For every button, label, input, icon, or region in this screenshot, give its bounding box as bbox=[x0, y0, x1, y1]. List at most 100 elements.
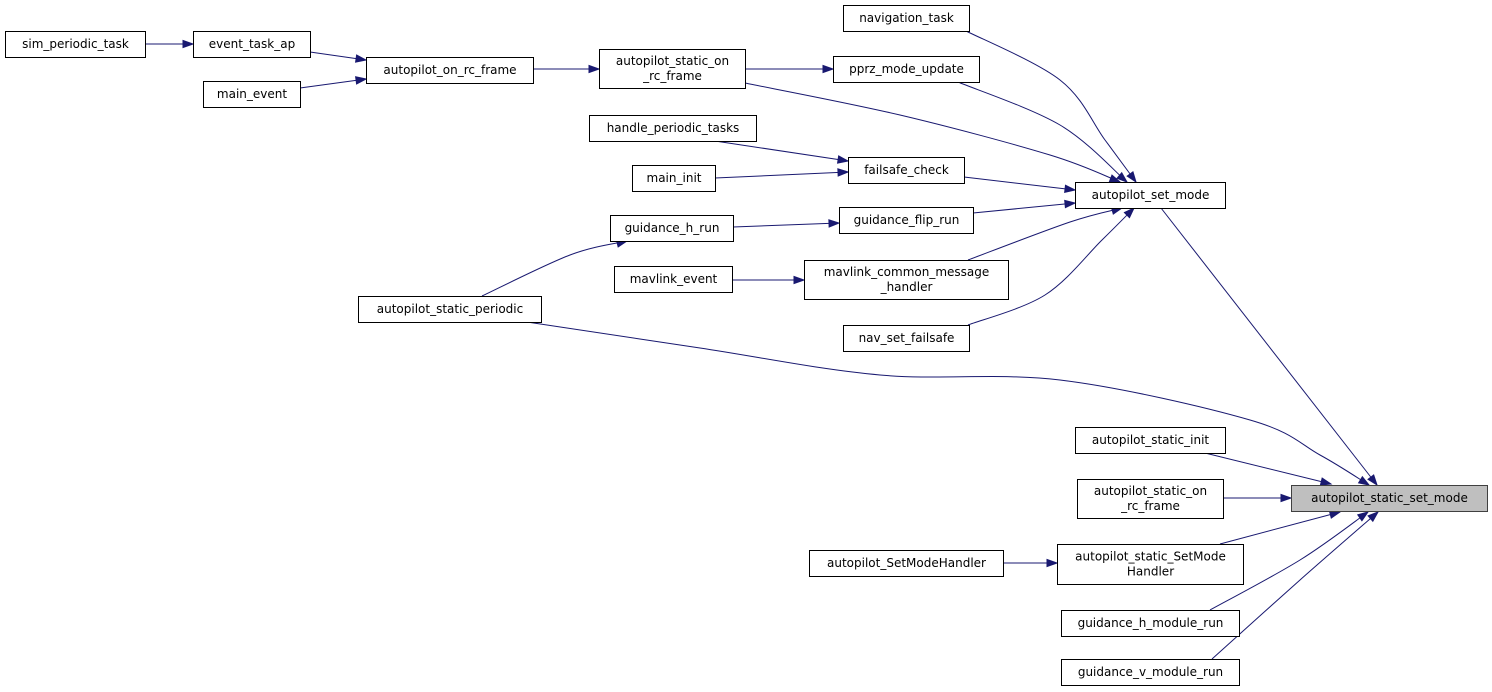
arrow-head-icon bbox=[836, 155, 850, 164]
node-pprz-mode-update[interactable]: pprz_mode_update bbox=[833, 56, 980, 83]
arrow-head-icon bbox=[793, 275, 806, 285]
arrow-head-icon bbox=[828, 219, 841, 228]
node-box bbox=[839, 207, 974, 234]
arrow-head-icon bbox=[1116, 171, 1129, 183]
node-autopilot-static-init[interactable]: autopilot_static_init bbox=[1075, 427, 1226, 454]
node-box bbox=[1057, 544, 1244, 585]
node-box bbox=[1291, 485, 1488, 512]
edge-line bbox=[732, 222, 840, 228]
arrow-head-icon bbox=[1319, 477, 1333, 486]
arrow-head-icon bbox=[822, 64, 835, 74]
node-main-init[interactable]: main_init bbox=[632, 165, 716, 192]
node-box bbox=[1075, 182, 1226, 209]
edge-line bbox=[963, 29, 1137, 183]
edge-line bbox=[714, 140, 849, 162]
node-guidance-h-module-run[interactable]: guidance_h_module_run bbox=[1061, 610, 1240, 637]
node-main-event[interactable]: main_event bbox=[203, 81, 301, 108]
node-box bbox=[589, 115, 757, 142]
arrow-head-icon bbox=[1357, 475, 1371, 486]
node-label: guidance_h_module_run bbox=[1078, 616, 1224, 630]
edge-line bbox=[1209, 511, 1369, 611]
node-autopilot-set-mode[interactable]: autopilot_set_mode bbox=[1075, 182, 1226, 209]
call-edge-nav-set-failsafe-to-autopilot-set-mode bbox=[967, 206, 1136, 326]
node-failsafe-check[interactable]: failsafe_check bbox=[848, 157, 965, 184]
node-label: Handler bbox=[1127, 565, 1174, 579]
call-edge-main-event-to-autopilot-on-rc-frame bbox=[299, 76, 368, 89]
node-layer: autopilot_static_set_mode autopilot_set_m… bbox=[5, 5, 1488, 686]
node-label: guidance_flip_run bbox=[854, 213, 960, 227]
node-navigation-task[interactable]: navigation_task bbox=[843, 5, 970, 32]
edge-line bbox=[1219, 511, 1341, 545]
node-autopilot-static-set-mode[interactable]: autopilot_static_set_mode bbox=[1291, 485, 1488, 512]
node-label: guidance_v_module_run bbox=[1078, 665, 1223, 679]
node-label: autopilot_static_on bbox=[616, 54, 729, 68]
node-label: navigation_task bbox=[859, 11, 954, 25]
call-edge-sim-periodic-task-to-event-task-ap bbox=[145, 39, 195, 49]
node-box bbox=[358, 296, 542, 323]
node-event-task-ap[interactable]: event_task_ap bbox=[193, 31, 311, 58]
node-autopilot-static-periodic[interactable]: autopilot_static_periodic bbox=[358, 296, 542, 323]
arrow-head-icon bbox=[1046, 558, 1059, 568]
node-guidance-flip-run[interactable]: guidance_flip_run bbox=[839, 207, 974, 234]
call-edge-autopilot-static-on-rc-frame-t-to-autopilot-set-mode bbox=[744, 82, 1122, 183]
node-autopilot-on-rc-frame[interactable]: autopilot_on_rc_frame bbox=[366, 57, 534, 84]
call-edge-pprz-mode-update-to-autopilot-set-mode bbox=[957, 81, 1129, 183]
call-edge-autopilot-on-rc-frame-to-autopilot-static-on-rc-frame-t bbox=[533, 64, 601, 74]
node-guidance-v-module-run[interactable]: guidance_v_module_run bbox=[1061, 659, 1240, 686]
call-edge-autopilot-static-init-to-autopilot-static-set-mode bbox=[1204, 452, 1333, 486]
node-autopilot-static-set-mode-handler[interactable]: autopilot_static_SetModeHandler bbox=[1057, 544, 1244, 585]
call-edge-autopilot-static-on-rc-frame-b-to-autopilot-static-set-mode bbox=[1223, 493, 1293, 503]
node-guidance-h-run[interactable]: guidance_h_run bbox=[610, 215, 734, 242]
node-box bbox=[193, 31, 311, 58]
call-edge-guidance-flip-run-to-autopilot-set-mode bbox=[972, 199, 1077, 214]
node-box bbox=[804, 260, 1009, 300]
node-label: autopilot_static_SetMode bbox=[1075, 550, 1226, 564]
edge-line bbox=[714, 171, 849, 179]
node-mavlink-event[interactable]: mavlink_event bbox=[614, 266, 733, 293]
arrow-head-icon bbox=[588, 64, 601, 74]
edge-line bbox=[972, 202, 1076, 214]
arrow-head-icon bbox=[1064, 199, 1077, 209]
edge-line bbox=[481, 240, 628, 297]
node-box bbox=[610, 215, 734, 242]
node-autopilot-static-on-rc-frame-b[interactable]: autopilot_static_on_rc_frame bbox=[1077, 479, 1224, 519]
node-box bbox=[203, 81, 301, 108]
edge-line bbox=[299, 78, 367, 89]
node-box bbox=[843, 325, 970, 352]
call-edge-guidance-h-run-to-guidance-flip-run bbox=[732, 219, 841, 228]
arrow-head-icon bbox=[1123, 206, 1136, 219]
node-label: autopilot_static_set_mode bbox=[1311, 491, 1468, 505]
call-edge-event-task-ap-to-autopilot-on-rc-frame bbox=[309, 51, 368, 63]
arrow-head-icon bbox=[355, 76, 368, 85]
node-autopilot-static-on-rc-frame-t[interactable]: autopilot_static_on_rc_frame bbox=[599, 49, 746, 89]
arrow-head-icon bbox=[1328, 510, 1342, 519]
arrow-head-icon bbox=[1367, 474, 1378, 487]
call-edge-autopilot-set-mode-handler-to-autopilot-static-set-mode-handler bbox=[1003, 558, 1059, 568]
call-edge-autopilot-static-on-rc-frame-t-to-pprz-mode-update bbox=[745, 64, 835, 74]
node-box bbox=[632, 165, 716, 192]
arrow-head-icon bbox=[182, 39, 195, 49]
node-label: autopilot_static_periodic bbox=[377, 302, 523, 316]
edge-line bbox=[744, 82, 1121, 183]
node-box bbox=[1077, 479, 1224, 519]
node-autopilot-set-mode-handler[interactable]: autopilot_SetModeHandler bbox=[809, 550, 1004, 577]
call-edge-guidance-v-module-run-to-autopilot-static-set-mode bbox=[1211, 511, 1380, 660]
arrow-head-icon bbox=[837, 168, 850, 177]
node-handle-periodic-tasks[interactable]: handle_periodic_tasks bbox=[589, 115, 757, 142]
node-nav-set-failsafe[interactable]: nav_set_failsafe bbox=[843, 325, 970, 352]
call-edge-main-init-to-failsafe-check bbox=[714, 168, 850, 179]
node-box bbox=[614, 266, 733, 293]
node-label: _rc_frame bbox=[642, 69, 702, 83]
node-label: failsafe_check bbox=[864, 163, 949, 177]
edge-line bbox=[957, 81, 1128, 183]
edge-line bbox=[967, 207, 1135, 326]
edge-line bbox=[1160, 207, 1378, 486]
node-box bbox=[1075, 427, 1226, 454]
node-sim-periodic-task[interactable]: sim_periodic_task bbox=[5, 31, 146, 58]
node-mavlink-common-message-handler[interactable]: mavlink_common_message_handler bbox=[804, 260, 1009, 300]
node-label: pprz_mode_update bbox=[849, 62, 964, 76]
node-box bbox=[848, 157, 965, 184]
call-edge-autopilot-static-periodic-to-autopilot-static-set-mode bbox=[526, 321, 1371, 486]
arrow-head-icon bbox=[1356, 511, 1370, 522]
node-box bbox=[1061, 610, 1240, 637]
